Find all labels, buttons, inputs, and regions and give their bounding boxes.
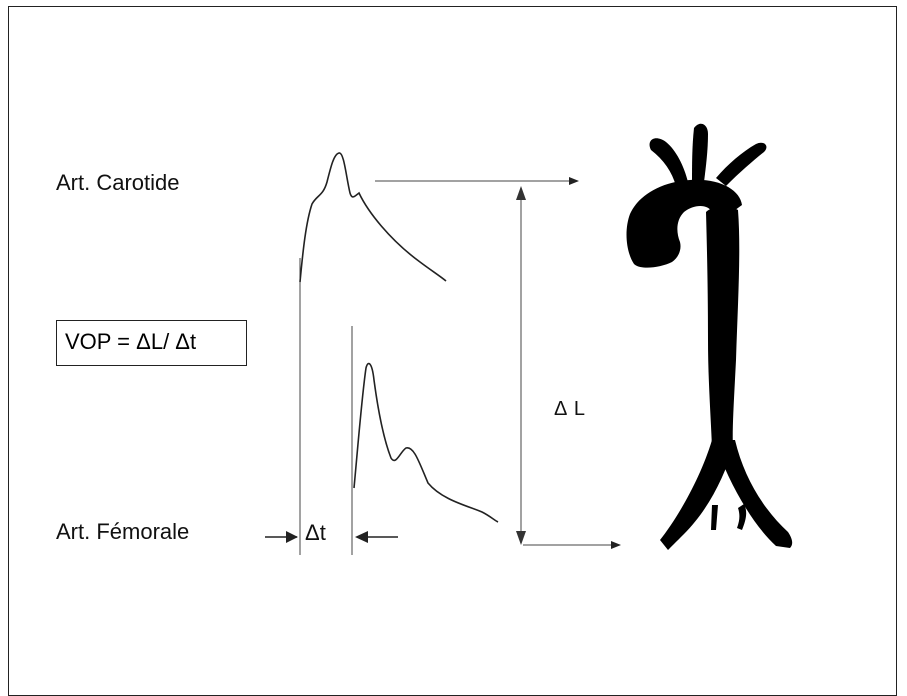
formula-text: VOP = ΔL/ Δt [65, 329, 197, 354]
femoral-label: Art. Fémorale [56, 519, 190, 544]
delta-t-label: Δt [305, 520, 326, 545]
delta-l-arrowhead-top [516, 186, 526, 200]
aorta-icon [626, 123, 793, 550]
delta-l-label: Δ L [554, 398, 586, 420]
formula-box: VOP = ΔL/ Δt [56, 320, 247, 366]
delta-l-arrowhead-bottom [516, 531, 526, 545]
femoral-waveform [353, 362, 499, 523]
delta-t-arrowhead-left [286, 531, 298, 543]
diagram-canvas [265, 123, 793, 555]
carotid-waveform [299, 152, 447, 283]
carotid-label: Art. Carotide [56, 170, 180, 195]
delta-t-arrowhead-right [355, 531, 368, 543]
